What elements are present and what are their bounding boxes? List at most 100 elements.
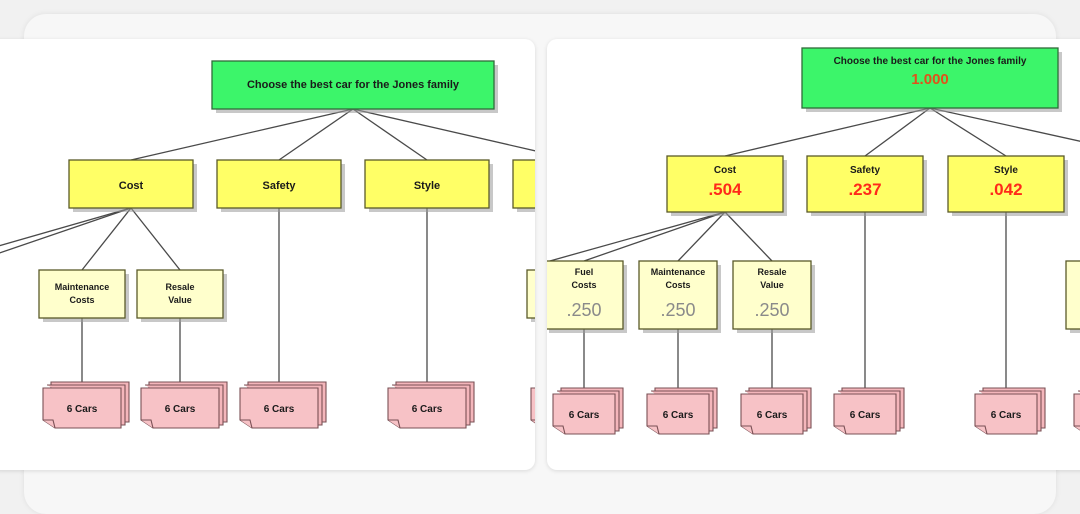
car-stack-fold	[834, 425, 847, 435]
alternatives-label: 6 Cars	[850, 410, 881, 421]
alternatives-label: 6 Cars	[67, 404, 98, 415]
subcriterion-priority: .250	[660, 300, 695, 320]
criterion-label: Style	[414, 180, 440, 192]
car-stack-fold	[43, 419, 56, 429]
criterion-node-cost	[68, 159, 194, 209]
criterion-node-style	[364, 159, 490, 209]
edge-goal-to-style	[929, 107, 1007, 157]
edge-to-subcriterion	[130, 207, 181, 271]
alternatives-label: 6 Cars	[412, 404, 443, 415]
car-stack-front	[552, 393, 616, 435]
edge-goal-to-capacity	[352, 108, 535, 152]
subcriterion-label: Value	[168, 295, 192, 305]
car-stack-fold	[741, 425, 754, 435]
image-card-left[interactable]: Choose the best car for the Jones family…	[0, 39, 535, 470]
alternatives-label: 6 Cars	[569, 410, 600, 421]
goal-priority: 1.000	[911, 71, 949, 88]
goal-label: Choose the best car for the Jones family	[247, 79, 460, 91]
subcriterion-node	[547, 260, 624, 330]
car-stack-front	[646, 393, 710, 435]
goal-node	[801, 47, 1059, 109]
car-stack-front	[140, 387, 220, 429]
edge-goal-to-cost	[130, 108, 354, 161]
alternatives-stack: 6 Cars	[646, 387, 718, 435]
edge-goal-to-cost	[724, 107, 931, 157]
car-stack-front	[42, 387, 122, 429]
edge-goal-to-capacity	[929, 107, 1080, 142]
criterion-label: Style	[994, 165, 1018, 176]
car-stack-front	[740, 393, 804, 435]
criterion-label: Safety	[850, 165, 880, 176]
car-stack-fold	[141, 419, 154, 429]
alternatives-stack: 6 Cars	[552, 387, 624, 435]
edge-goal-to-safety	[864, 107, 931, 157]
alternatives-stack: 6 Cars	[833, 387, 905, 435]
subcriterion-node	[638, 260, 718, 330]
car-stack-fold	[240, 419, 253, 429]
car-stack-fold	[975, 425, 988, 435]
criterion-label: Cost	[714, 165, 737, 176]
criterion-node-style	[947, 155, 1065, 213]
alternatives-stack: 6 Cars	[140, 381, 228, 429]
criterion-node-safety	[216, 159, 342, 209]
alternatives-label: 6 Cars	[264, 404, 295, 415]
subcriterion-label: Resale	[165, 282, 194, 292]
car-stack-fold	[388, 419, 401, 429]
alternatives-label: 6 Cars	[757, 410, 788, 421]
hierarchy-edges	[0, 108, 535, 382]
subcriterion-node	[1065, 260, 1080, 330]
car-stack-front	[974, 393, 1038, 435]
subcriterion-node	[526, 269, 535, 319]
edge-to-subcriterion	[677, 211, 726, 262]
subcriterion-node	[136, 269, 224, 319]
alternatives-stack: 6 Cars	[239, 381, 327, 429]
subcriterion-label: Maintenance	[651, 267, 706, 277]
alternatives-stack: 6 Cars	[740, 387, 812, 435]
car-stack-front	[387, 387, 467, 429]
alternatives-stack: 6 Cars	[42, 381, 130, 429]
edge-goal-to-style	[352, 108, 428, 161]
edge-to-subcriterion	[724, 211, 773, 262]
edge-to-subcriterion	[0, 207, 132, 254]
criterion-label: Safety	[262, 180, 296, 192]
criterion-priority: .042	[989, 180, 1022, 199]
edge-to-subcriterion	[583, 211, 726, 262]
subcriterion-node	[38, 269, 126, 319]
subcriterion-label: Fuel	[575, 267, 594, 277]
subcriterion-label: Resale	[757, 267, 786, 277]
subcriterion-label: Costs	[571, 280, 596, 290]
hierarchy-nodes: Choose the best car for the Jones family…	[547, 47, 1080, 435]
car-stack-front	[833, 393, 897, 435]
alternatives-label: 6 Cars	[991, 410, 1022, 421]
subcriterion-label: Value	[760, 280, 784, 290]
alternatives-label: 6 Cars	[663, 410, 694, 421]
subcriterion-label: Costs	[69, 295, 94, 305]
car-stack-fold	[1074, 425, 1080, 430]
criterion-label: Cost	[119, 180, 144, 192]
ahp-hierarchy-diagram-left: Choose the best car for the Jones family…	[0, 60, 535, 429]
subcriterion-node	[732, 260, 812, 330]
ahp-hierarchy-diagram-right: Choose the best car for the Jones family…	[547, 47, 1080, 435]
car-stack-fold	[553, 425, 566, 435]
subcriterion-label: Costs	[665, 280, 690, 290]
alternatives-stack: 6 Cars	[974, 387, 1046, 435]
car-stack-front	[239, 387, 319, 429]
edge-goal-to-safety	[278, 108, 354, 161]
subcriterion-priority: .250	[754, 300, 789, 320]
alternatives-label: 6 Cars	[165, 404, 196, 415]
car-stack-fold	[647, 425, 660, 435]
car-stack-front	[1073, 393, 1080, 431]
subcriterion-priority: .250	[566, 300, 601, 320]
alternatives-stack: 6 Cars	[530, 387, 535, 424]
criterion-node-cost	[666, 155, 784, 213]
goal-label: Choose the best car for the Jones family	[834, 56, 1027, 67]
goal-node	[211, 60, 495, 110]
car-stack-fold	[531, 419, 535, 423]
hierarchy-nodes: Choose the best car for the Jones family…	[38, 60, 535, 429]
image-card-right[interactable]: Choose the best car for the Jones family…	[547, 39, 1080, 470]
alternatives-stack: 6 Cars	[1073, 390, 1080, 431]
criterion-priority: .504	[708, 180, 742, 199]
criterion-node-safety	[806, 155, 924, 213]
edge-to-subcriterion	[81, 207, 132, 271]
criterion-node-capacity	[512, 159, 535, 209]
